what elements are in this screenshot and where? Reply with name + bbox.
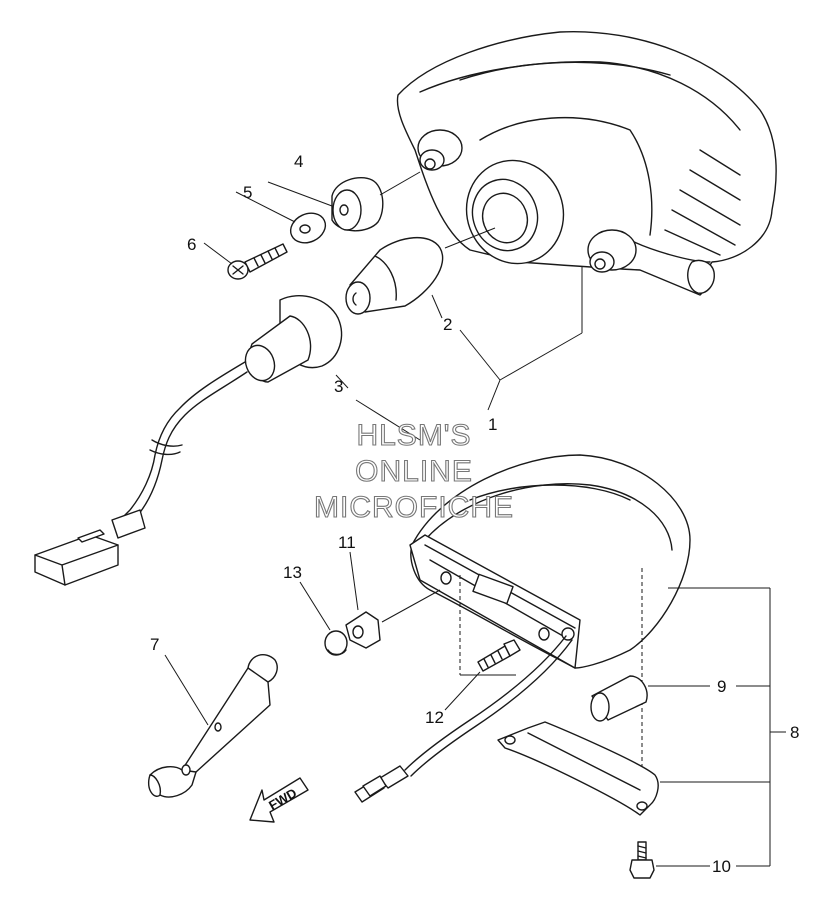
callout-9: 9 <box>717 677 726 696</box>
cap-part-13 <box>324 630 348 656</box>
license-light-housing <box>409 454 691 669</box>
license-light-wire <box>354 635 573 803</box>
socket-harness-part-3 <box>34 295 343 586</box>
leader-lines <box>164 181 786 867</box>
callout-10: 10 <box>712 857 731 876</box>
callout-5: 5 <box>243 183 252 202</box>
bulb-part-2 <box>345 227 496 315</box>
watermark: HLSM'S ONLINE MICROFICHE <box>313 418 514 524</box>
callout-11: 11 <box>338 533 356 552</box>
bulb-part-9 <box>590 675 710 722</box>
callout-7: 7 <box>150 635 159 654</box>
nut-clip-part-11 <box>345 589 441 649</box>
bulb-socket-center <box>465 159 565 265</box>
socket-upper <box>417 129 463 171</box>
callout-1: 1 <box>488 415 497 434</box>
callout-3: 3 <box>334 377 343 396</box>
screw-part-10 <box>629 841 710 879</box>
callout-6: 6 <box>187 235 196 254</box>
washer-part-5 <box>289 212 327 244</box>
watermark-line-1: HLSM'S <box>356 419 471 452</box>
callout-8: 8 <box>790 723 799 742</box>
grommet-part-4 <box>331 171 421 232</box>
screw-part-6 <box>227 243 288 280</box>
watermark-line-2: ONLINE <box>355 455 473 488</box>
callout-2: 2 <box>443 315 452 334</box>
callout-12: 12 <box>425 708 444 727</box>
callout-4: 4 <box>294 152 303 171</box>
callout-labels: 1 2 3 4 5 6 7 8 9 10 11 13 12 <box>150 152 799 876</box>
bracket-part-7 <box>148 654 278 798</box>
tail-light-housing <box>396 30 777 296</box>
socket-lower <box>587 229 637 273</box>
forward-direction-arrow: FWD <box>249 777 309 823</box>
callout-12-13-a: 13 <box>283 563 302 582</box>
watermark-line-3: MICROFICHE <box>314 491 514 524</box>
bolt-part-12 <box>477 639 521 672</box>
license-lens-plate <box>497 721 659 816</box>
